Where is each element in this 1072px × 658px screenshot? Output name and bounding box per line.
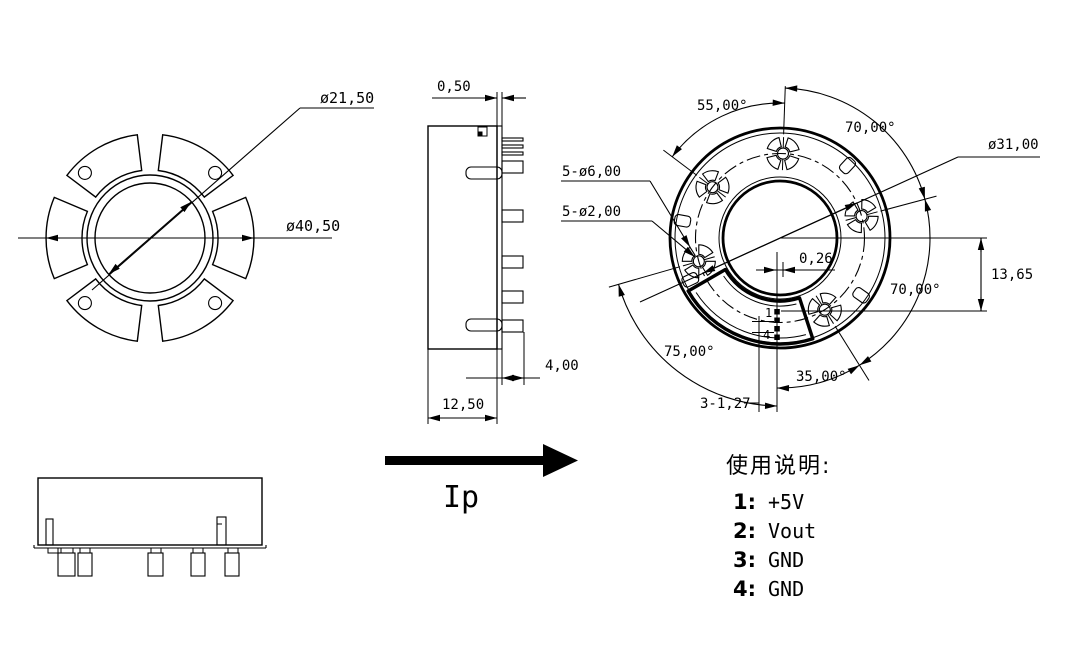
pin-1-label: 1 (765, 306, 772, 320)
bottom-tab (77, 552, 93, 577)
pin-definition-row: 2: Vout (733, 519, 816, 543)
side-plate (496, 125, 503, 350)
angle-bottom-left-label: 75,00° (664, 344, 715, 360)
bolt-circle-label: ø31,00 (988, 137, 1039, 153)
usage-notes-title: 使用说明: (726, 454, 832, 479)
pin-holes-label: 5-ø2,00 (562, 204, 621, 220)
pin-number: 3: (733, 548, 757, 572)
front-inner-diameter-label: ø21,50 (320, 89, 374, 107)
bottom-tab (224, 552, 240, 577)
side-thickness-label: 0,50 (437, 79, 471, 95)
angle-bottom-label: 35,00° (796, 369, 847, 385)
bottom-body (37, 477, 263, 546)
pin-number: 2: (733, 519, 757, 543)
arrow-shaft (385, 456, 543, 465)
pin-number: 4: (733, 577, 757, 601)
bottom-tab (57, 552, 76, 577)
bottom-view (33, 477, 267, 577)
pin-signal: +5V (768, 490, 805, 514)
current-direction-arrow: Ip (385, 444, 578, 515)
pin-offset-label: 0,26 (799, 251, 833, 267)
current-label: Ip (443, 480, 479, 515)
pin-signal: GND (768, 577, 805, 601)
pin-signal: Vout (768, 519, 817, 543)
angle-right-label: 70,00° (890, 282, 941, 298)
pin-4-label: 4 (763, 328, 770, 342)
segment-hole (208, 296, 223, 311)
side-hook (465, 318, 503, 332)
segment-hole (77, 296, 92, 311)
usage-notes: 使用说明: 1: +5V 2: Vout 3: GND 4: GND (726, 448, 832, 601)
pin-definition-row: 4: GND (733, 577, 804, 601)
bottom-post (45, 518, 54, 546)
front-outer-diameter-label: ø40,50 (286, 217, 340, 235)
side-pin-length-label: 4,00 (545, 358, 579, 374)
pin-signal: GND (768, 548, 805, 572)
angle-top-left-label: 55,00° (697, 98, 748, 114)
side-view: 0,50 4,00 12,50 (427, 79, 579, 424)
side-hook (465, 166, 503, 180)
front-view: ø40,50 ø21,50 (18, 89, 374, 342)
bottom-tab (147, 552, 164, 577)
bottom-tab (190, 552, 206, 577)
bottom-post (216, 516, 227, 546)
segment-hole (208, 165, 223, 180)
pin-pitch-label: 3-1,27 (700, 396, 751, 412)
arrow-head-icon (543, 444, 578, 477)
pin-definition-row: 1: +5V (733, 490, 804, 514)
pin-definition-row: 3: GND (733, 548, 804, 572)
mount-holes-label: 5-ø6,00 (562, 164, 621, 180)
pin-number: 1: (733, 490, 757, 514)
side-body-width-label: 12,50 (442, 397, 484, 413)
back-view: 1 4 55,00° 70,00° 70,00° 75,00° 35,00° 5… (561, 85, 1040, 412)
corner-mark-icon (478, 131, 483, 136)
angle-top-right-label: 70,00° (845, 120, 896, 136)
segment-hole (77, 165, 92, 180)
center-to-pin-label: 13,65 (991, 267, 1033, 283)
side-body (427, 125, 498, 350)
